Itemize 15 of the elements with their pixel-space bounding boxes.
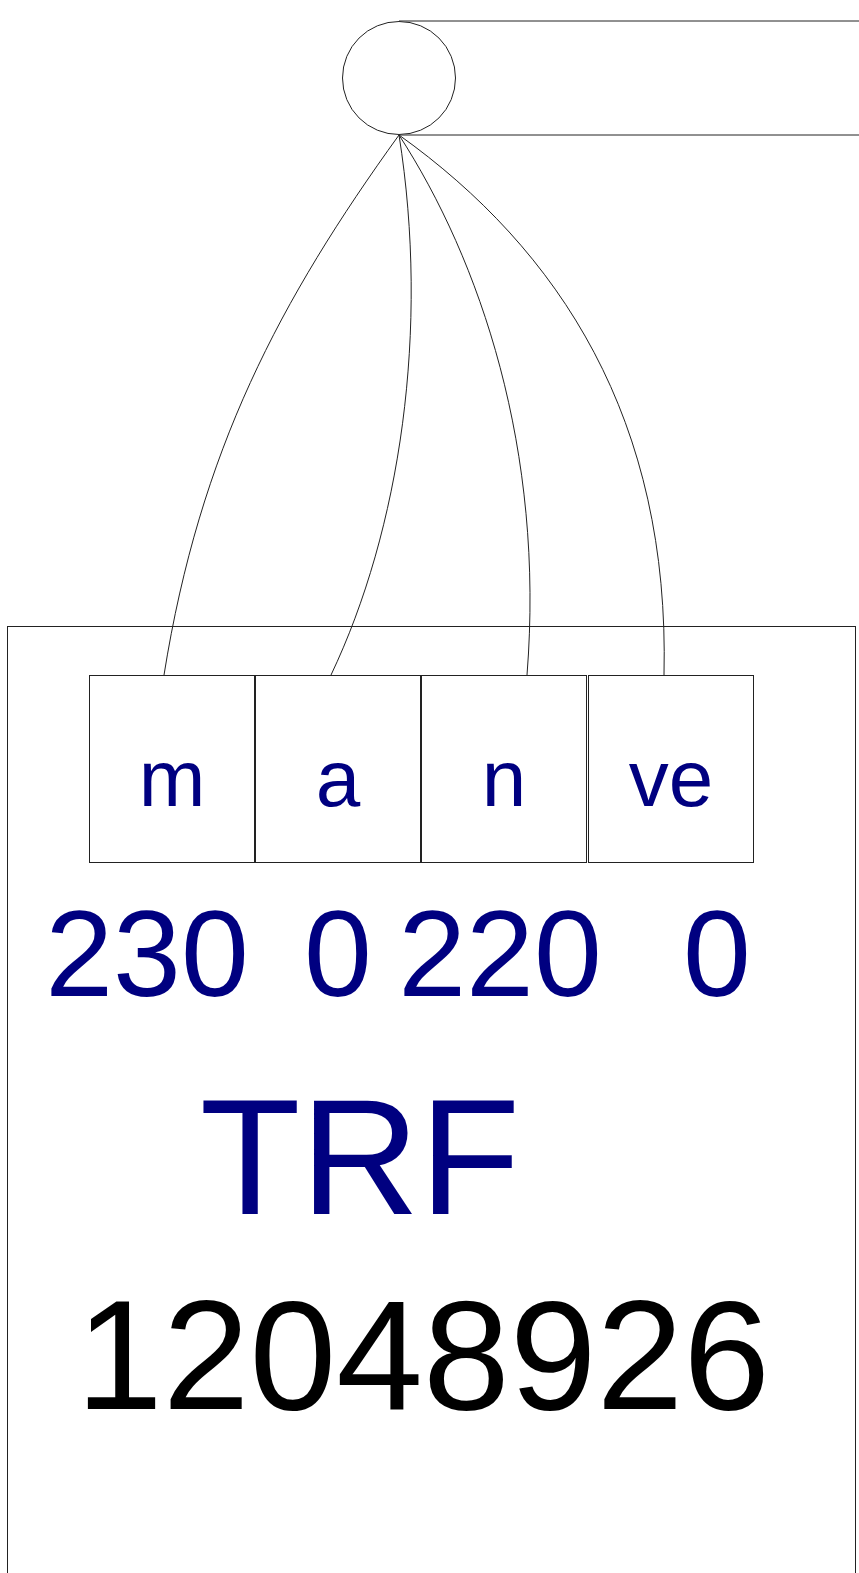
name-cell: n (421, 675, 587, 863)
relationship-line (398, 134, 531, 676)
allele-value: 220 (398, 893, 602, 1015)
relationship-line (330, 134, 412, 676)
id-number: 12048926 (75, 1277, 771, 1433)
name-cell: a (255, 675, 421, 863)
relationship-line (163, 134, 400, 676)
allele-value: 0 (683, 893, 751, 1015)
panel-title: TRF (199, 1075, 521, 1240)
allele-value: 230 (45, 893, 249, 1015)
relationship-line (398, 134, 665, 676)
name-cell: m (89, 675, 255, 863)
name-cell: ve (588, 675, 754, 863)
individual-panel (7, 626, 856, 1573)
allele-value: 0 (304, 893, 372, 1015)
